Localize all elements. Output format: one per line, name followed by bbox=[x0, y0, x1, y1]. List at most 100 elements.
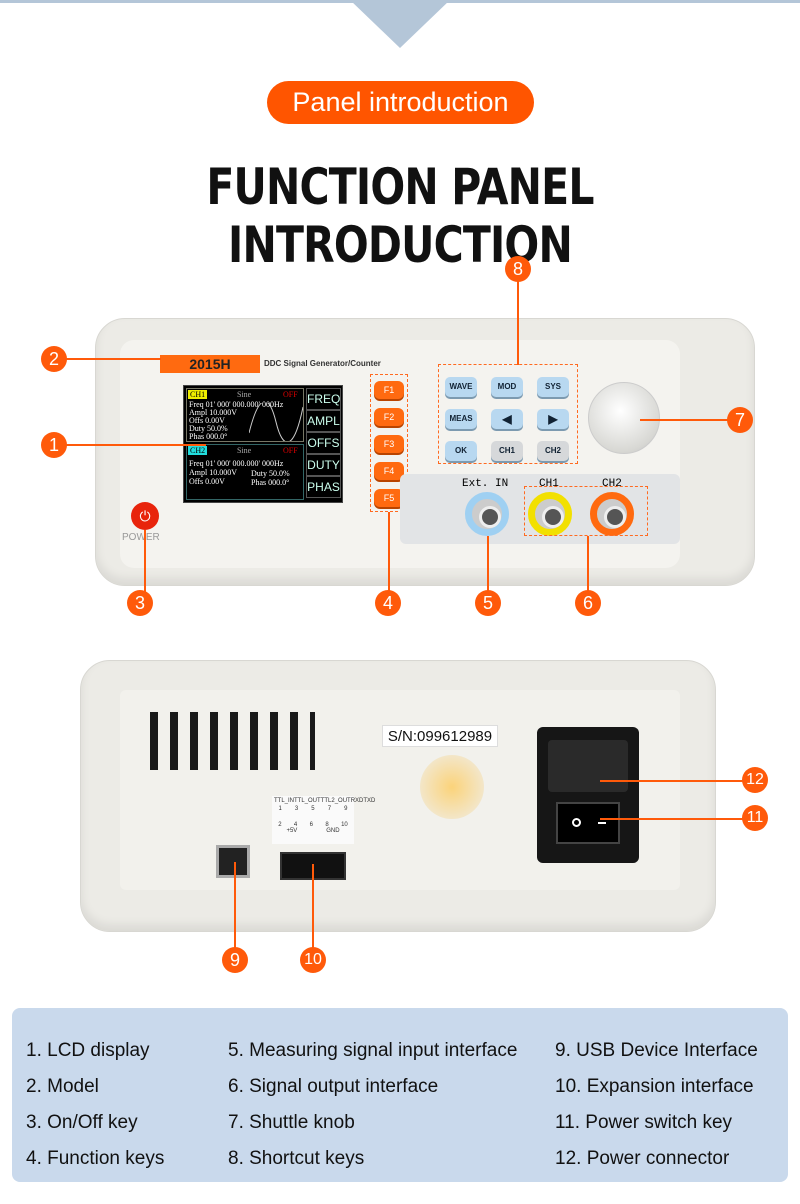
ch2-port-label: CH2 bbox=[602, 478, 622, 490]
f1-key[interactable]: F1 bbox=[374, 381, 404, 399]
left-arrow-key[interactable]: ◀ bbox=[491, 409, 523, 429]
iec-power-connector[interactable] bbox=[548, 740, 628, 792]
lcd-label: Ampl bbox=[189, 468, 208, 477]
lcd-value: 01' 000' 000.000' 000Hz bbox=[205, 459, 284, 468]
output-ports-outline bbox=[524, 486, 648, 536]
ch1-bnc-connector[interactable] bbox=[528, 492, 572, 536]
legend-item: 1. LCD display bbox=[26, 1040, 150, 1061]
lcd-label: Freq bbox=[189, 400, 204, 409]
pin-name: TTL_IN bbox=[274, 798, 295, 804]
sine-wave-icon bbox=[249, 403, 303, 441]
lcd-ch2-tag: CH2 bbox=[188, 446, 208, 455]
lcd-value: 50.0% bbox=[269, 469, 290, 478]
legend-column-2: 5. Measuring signal input interface 6. S… bbox=[228, 1033, 517, 1177]
lcd-menu-item: AMPL bbox=[306, 410, 341, 432]
function-keys-outline bbox=[370, 374, 408, 512]
lcd-menu-item: DUTY bbox=[306, 454, 341, 476]
down-arrow-decoration bbox=[350, 0, 450, 48]
pin-number: 10 bbox=[341, 822, 348, 828]
lcd-label: Freq bbox=[189, 459, 204, 468]
pin-number: 5 bbox=[311, 806, 315, 812]
legend-item: 9. USB Device Interface bbox=[555, 1040, 758, 1061]
lcd-label: Duty bbox=[189, 424, 205, 433]
ch1-port-label: CH1 bbox=[539, 478, 559, 490]
section-badge: Panel introduction bbox=[267, 81, 534, 124]
legend-item: 3. On/Off key bbox=[26, 1112, 138, 1133]
lcd-value: 000.0° bbox=[206, 432, 228, 441]
pin-number: 4 bbox=[293, 822, 298, 828]
f2-key[interactable]: F2 bbox=[374, 408, 404, 426]
f3-key[interactable]: F3 bbox=[374, 435, 404, 453]
sys-key[interactable]: SYS bbox=[537, 377, 569, 397]
ventilation-slots bbox=[150, 712, 315, 770]
usb-b-port[interactable] bbox=[216, 845, 250, 878]
legend-item: 11. Power switch key bbox=[555, 1112, 733, 1133]
marker-7: 7 bbox=[727, 407, 753, 433]
lcd-label: Phas bbox=[189, 432, 205, 441]
lcd-menu-item: PHAS bbox=[306, 476, 341, 498]
f4-key[interactable]: F4 bbox=[374, 462, 404, 480]
lcd-value: 000.0° bbox=[268, 478, 290, 487]
legend-column-1: 1. LCD display 2. Model 3. On/Off key 4.… bbox=[26, 1033, 164, 1177]
serial-number-label: S/N:099612989 bbox=[382, 725, 498, 747]
lcd-label: Ampl bbox=[189, 408, 208, 417]
lcd-value: 0.00V bbox=[205, 416, 225, 425]
page-title: FUNCTION PANEL INTRODUCTION bbox=[206, 158, 594, 274]
pin-name: TXD bbox=[363, 798, 376, 804]
f5-key[interactable]: F5 bbox=[374, 489, 404, 507]
lcd-value: 10.000V bbox=[209, 408, 238, 417]
legend-column-3: 9. USB Device Interface 10. Expansion in… bbox=[555, 1033, 758, 1177]
device-subtitle: DDC Signal Generator/Counter bbox=[264, 359, 381, 368]
pin-name: TTL_OUT bbox=[294, 798, 321, 804]
lcd-ch2-wave: Sine bbox=[237, 446, 252, 455]
legend-panel bbox=[12, 1008, 788, 1182]
lcd-ch1-wave: Sine bbox=[237, 390, 252, 399]
pin-number: 7 bbox=[327, 806, 332, 812]
lcd-value: 0.00V bbox=[205, 477, 225, 486]
pin-number: 9 bbox=[344, 806, 348, 812]
pin-group: GND bbox=[326, 828, 340, 834]
power-button[interactable]: ⏻ bbox=[131, 502, 159, 530]
legend-item: 6. Signal output interface bbox=[228, 1076, 439, 1097]
ext-in-label: Ext. IN bbox=[462, 478, 509, 490]
ch1-key[interactable]: CH1 bbox=[491, 441, 523, 461]
ext-in-bnc-connector[interactable] bbox=[465, 492, 509, 536]
lcd-ch2-state: OFF bbox=[283, 446, 298, 455]
pin-number: 6 bbox=[309, 822, 313, 828]
lcd-menu-item: FREQ bbox=[306, 388, 341, 410]
pin-number: 3 bbox=[294, 806, 299, 812]
marker-1: 1 bbox=[41, 432, 67, 458]
lcd-label: Offs bbox=[189, 416, 204, 425]
right-arrow-key[interactable]: ▶ bbox=[537, 409, 569, 429]
pin-name: RXD bbox=[350, 798, 364, 804]
legend-item: 12. Power connector bbox=[555, 1148, 730, 1169]
pin-number: 1 bbox=[278, 806, 282, 812]
pin-number: 2 bbox=[278, 822, 282, 828]
power-label: POWER bbox=[122, 532, 160, 543]
power-rocker-switch[interactable] bbox=[556, 802, 620, 844]
meas-key[interactable]: MEAS bbox=[445, 409, 477, 429]
lcd-ch1-state: OFF bbox=[283, 390, 298, 399]
marker-10: 10 bbox=[300, 947, 326, 973]
marker-6: 6 bbox=[575, 590, 601, 616]
qc-sticker bbox=[420, 755, 484, 819]
marker-3: 3 bbox=[127, 590, 153, 616]
lcd-value: 01' 000' 000.000' 000Hz bbox=[205, 400, 284, 409]
marker-8: 8 bbox=[505, 256, 531, 282]
shuttle-knob[interactable] bbox=[588, 382, 660, 454]
ok-key[interactable]: OK bbox=[445, 441, 477, 461]
lcd-label: Phas bbox=[251, 478, 267, 487]
legend-item: 10. Expansion interface bbox=[555, 1076, 754, 1097]
ch2-bnc-connector[interactable] bbox=[590, 492, 634, 536]
marker-11: 11 bbox=[742, 805, 768, 831]
marker-9: 9 bbox=[222, 947, 248, 973]
wave-key[interactable]: WAVE bbox=[445, 377, 477, 397]
legend-item: 8. Shortcut keys bbox=[228, 1148, 365, 1169]
mod-key[interactable]: MOD bbox=[491, 377, 523, 397]
lcd-menu-item: OFFS bbox=[306, 432, 341, 454]
ch2-key[interactable]: CH2 bbox=[537, 441, 569, 461]
pin-number: 8 bbox=[325, 822, 329, 828]
marker-4: 4 bbox=[375, 590, 401, 616]
model-label: 2015H bbox=[160, 355, 260, 373]
